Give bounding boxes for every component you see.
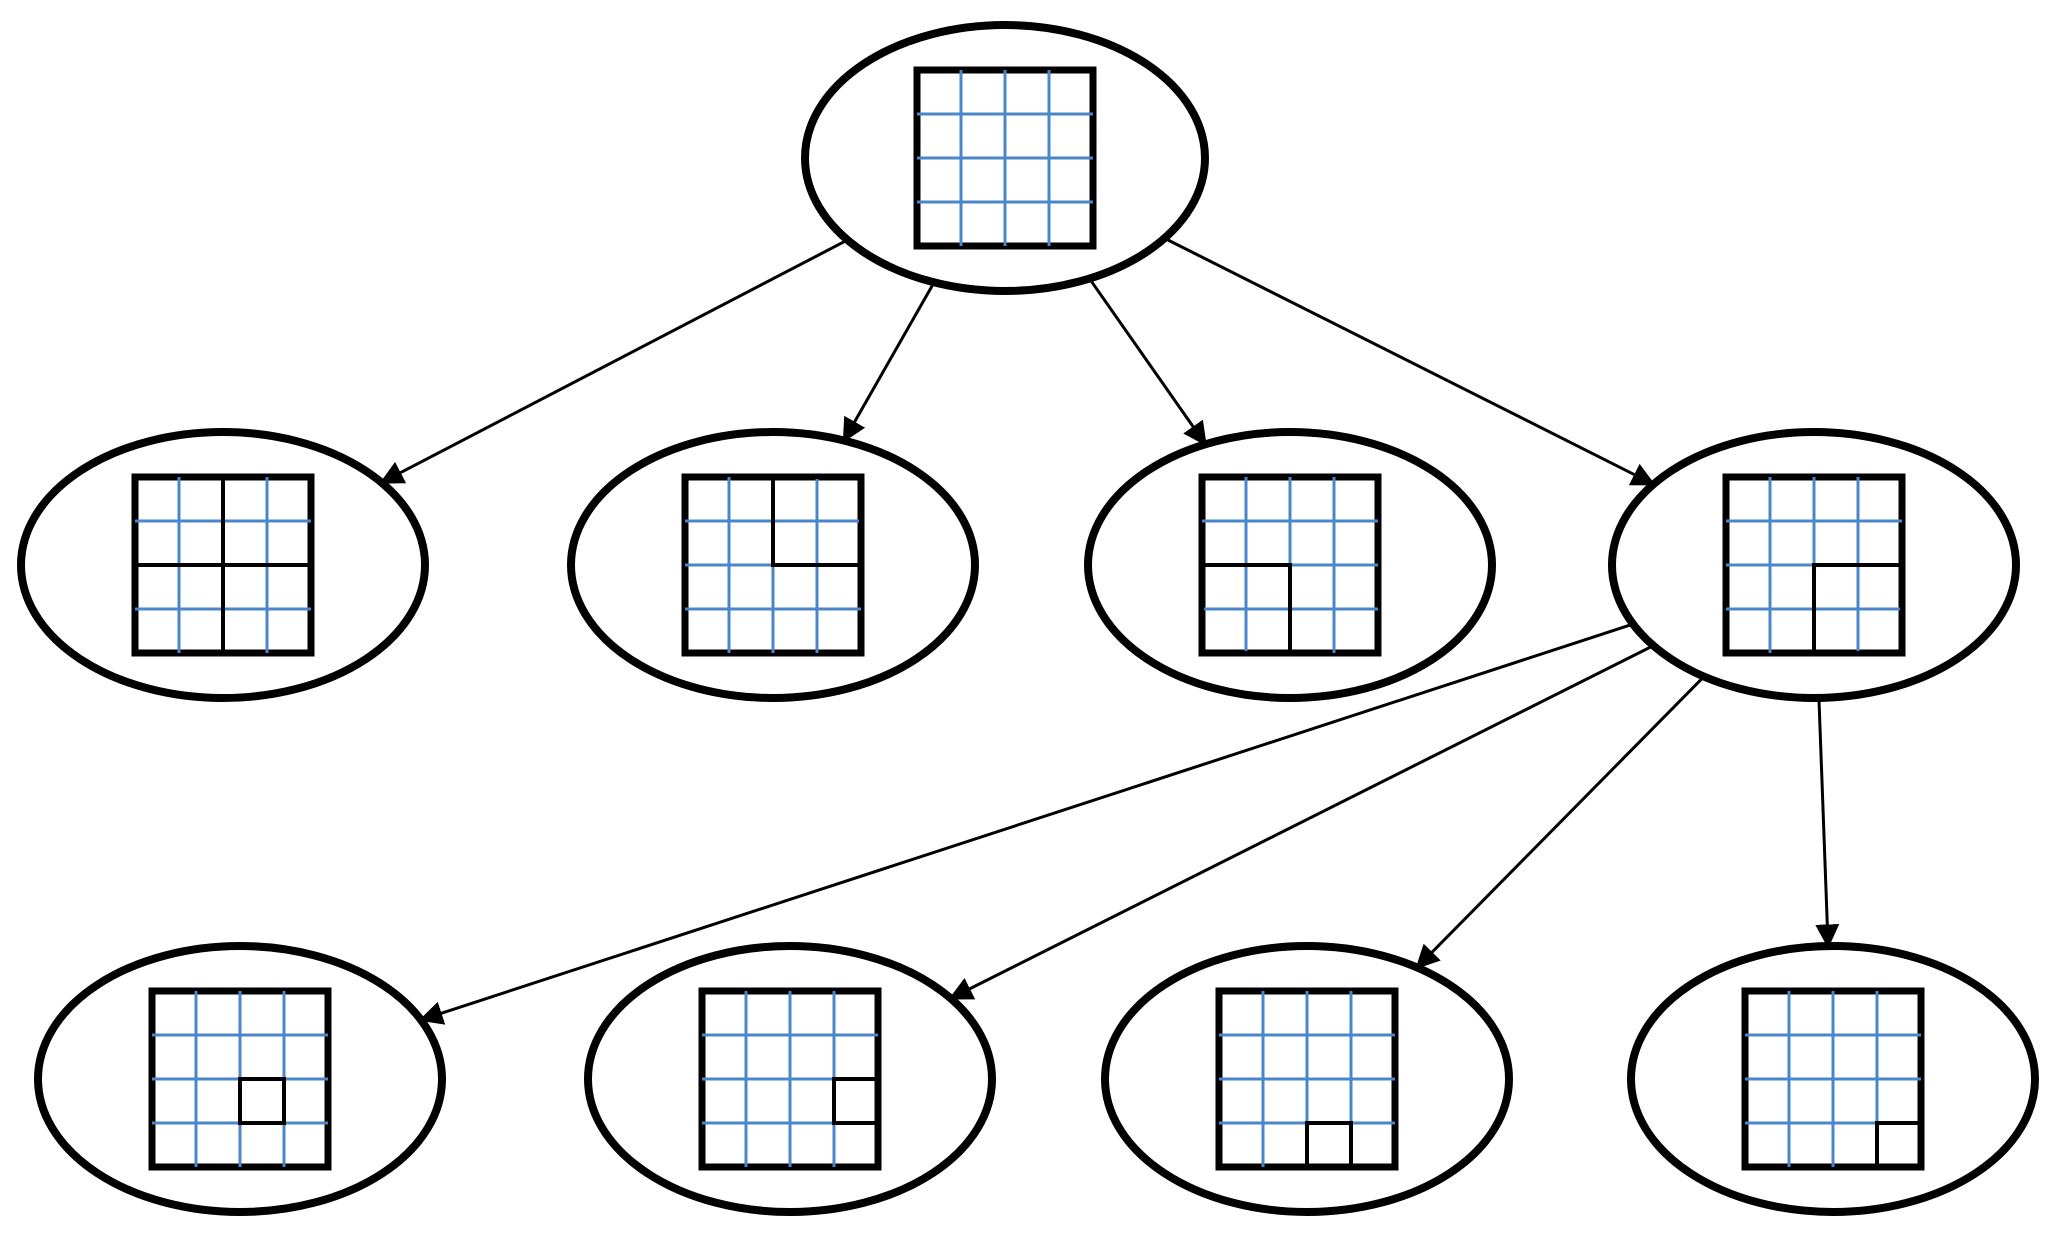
node-l1-c	[1084, 428, 1496, 702]
node-l1-b	[567, 428, 979, 702]
node-l2-b	[584, 942, 996, 1216]
edge-l1-d-to-l2-c	[1415, 675, 1706, 970]
highlighted-quadrant	[771, 475, 863, 567]
edge-root-to-l1-b	[842, 281, 936, 443]
edge-l1-d-to-l2-d	[1815, 697, 1840, 949]
edges-layer	[379, 236, 1840, 1025]
highlighted-quadrant	[1200, 563, 1292, 655]
highlighted-cell	[238, 1077, 286, 1125]
node-l2-c	[1101, 942, 1513, 1216]
edge-l1-d-to-l2-a	[418, 622, 1634, 1025]
node-root	[801, 21, 1209, 295]
highlighted-cell	[1305, 1121, 1353, 1169]
edge-root-to-l1-a	[379, 238, 849, 484]
node-l1-a	[17, 428, 429, 702]
highlighted-cell	[1875, 1121, 1923, 1169]
node-l1-d	[1608, 428, 2020, 702]
highlighted-cell	[832, 1077, 880, 1125]
edge-root-to-l1-d	[1163, 236, 1656, 486]
edge-root-to-l1-c	[1088, 277, 1207, 447]
edge-l1-d-to-l2-b	[948, 644, 1655, 1000]
nodes-layer	[17, 21, 2039, 1216]
node-l2-a	[34, 942, 446, 1216]
node-l2-d	[1627, 942, 2039, 1216]
highlighted-quadrant	[1812, 563, 1904, 655]
